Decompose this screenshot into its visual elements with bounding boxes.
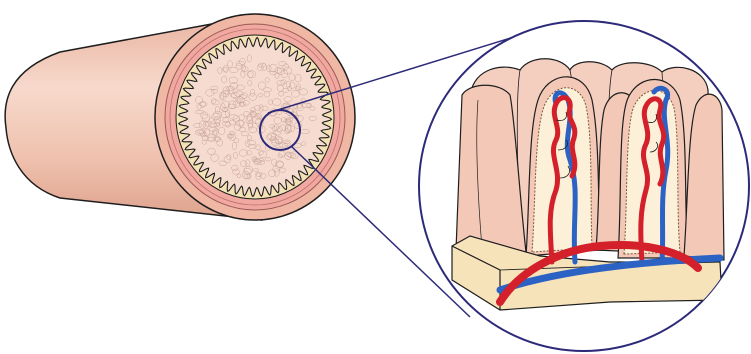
- villus-capillary-right: [618, 79, 688, 258]
- villus-capillary-left: [526, 77, 600, 256]
- cross-section: [155, 14, 355, 220]
- zoom-circle: [419, 21, 749, 351]
